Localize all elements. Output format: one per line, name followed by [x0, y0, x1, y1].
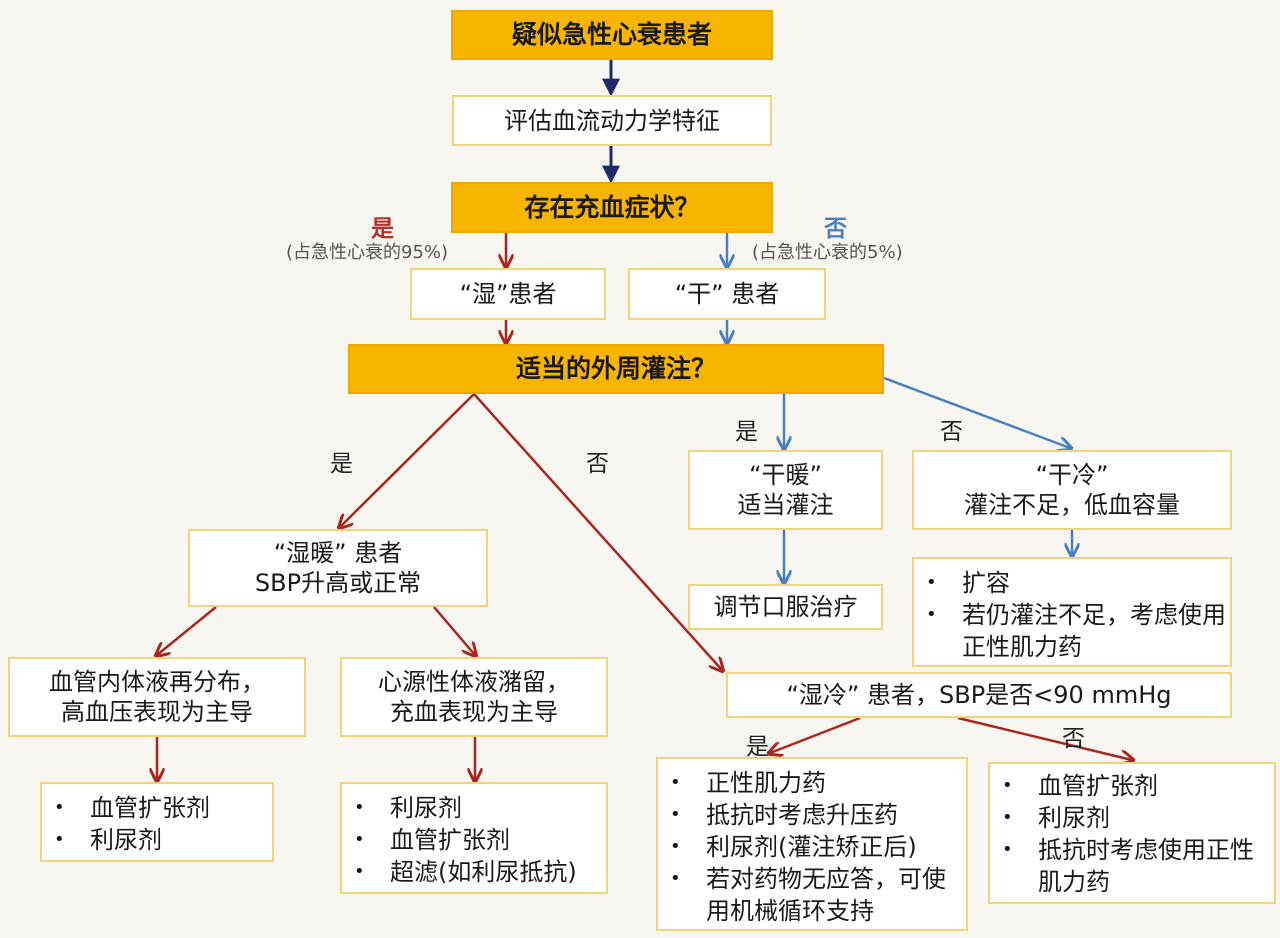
list-item: 抵抗时考虑使用正性肌力药	[990, 834, 1274, 898]
node-suspected-ahf: 疑似急性心衰患者	[451, 10, 773, 60]
label-perfusion-yes-left: 是	[330, 451, 353, 477]
arrow-wet-warm-retention	[433, 606, 475, 655]
list-item: 超滤(如利尿抵抗)	[342, 856, 577, 888]
list-item: 抵抗时考虑升压药	[658, 799, 966, 831]
label-perfusion-yes-right: 是	[735, 419, 758, 445]
node-perfusion-question: 适当的外周灌注？	[348, 344, 884, 394]
label-congestion-no-note: (占急性心衰的5%)	[752, 242, 903, 263]
list-item: 血管扩张剂	[42, 792, 210, 824]
node-wet-warm: “湿暖” 患者 SBP升高或正常	[188, 529, 488, 607]
node-cardiac-fluid-retention: 心源性体液潴留， 充血表现为主导	[340, 657, 608, 737]
arrow-wet-cold-yes	[770, 716, 861, 753]
list-item: 若对药物无应答，可使用机械循环支持	[658, 863, 966, 927]
list-retention-treatment: 利尿剂 血管扩张剂 超滤(如利尿抵抗)	[340, 782, 608, 894]
node-wet-patient: “湿”患者	[410, 268, 606, 320]
list-item: 利尿剂(灌注矫正后)	[658, 831, 966, 863]
list-wet-cold-normal-sbp: 血管扩张剂 利尿剂 抵抗时考虑使用正性肌力药	[988, 762, 1276, 904]
node-dry-patient: “干” 患者	[628, 268, 826, 320]
list-item: 扩容	[914, 567, 1230, 599]
list-item: 利尿剂	[990, 802, 1274, 834]
node-wet-cold: “湿冷” 患者，SBP是否<90 mmHg	[726, 672, 1232, 718]
list-item: 利尿剂	[42, 824, 210, 856]
label-congestion-yes: 是	[371, 216, 394, 242]
label-perfusion-no-left: 否	[586, 451, 609, 477]
node-dry-warm: “干暖” 适当灌注	[688, 450, 883, 530]
label-congestion-no: 否	[824, 216, 847, 242]
label-perfusion-no-right: 否	[940, 419, 963, 445]
label-congestion-yes-note: (占急性心衰的95%)	[286, 242, 449, 263]
list-item: 血管扩张剂	[342, 824, 577, 856]
arrow-wet-warm-redistribution	[157, 606, 217, 655]
list-item: 正性肌力药	[658, 767, 966, 799]
arrow-perfusion-wet-warm	[340, 393, 475, 527]
node-vascular-redistribution: 血管内体液再分布， 高血压表现为主导	[8, 657, 306, 737]
list-item: 利尿剂	[342, 792, 577, 824]
label-sbp-yes: 是	[746, 734, 769, 760]
arrow-perfusion-dry-cold	[883, 376, 1070, 448]
label-sbp-no: 否	[1062, 726, 1085, 752]
node-assess-hemodynamics: 评估血流动力学特征	[452, 95, 772, 146]
arrow-wet-cold-no	[957, 716, 1132, 760]
node-dry-cold: “干冷” 灌注不足，低血容量	[912, 450, 1232, 530]
node-congestion-question: 存在充血症状？	[451, 182, 773, 233]
list-item: 若仍灌注不足，考虑使用正性肌力药	[914, 599, 1230, 663]
arrow-perfusion-wet-cold	[473, 393, 722, 670]
list-redistribution-treatment: 血管扩张剂 利尿剂	[40, 782, 274, 862]
list-item: 血管扩张剂	[990, 770, 1274, 802]
list-wet-cold-low-sbp: 正性肌力药 抵抗时考虑升压药 利尿剂(灌注矫正后) 若对药物无应答，可使用机械循…	[656, 757, 968, 931]
node-adjust-oral-therapy: 调节口服治疗	[688, 584, 883, 630]
list-dry-cold-treatment: 扩容 若仍灌注不足，考虑使用正性肌力药	[912, 557, 1232, 667]
